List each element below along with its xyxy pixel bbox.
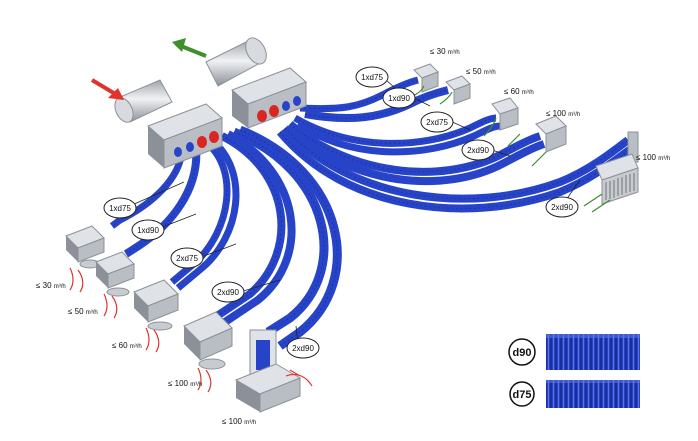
supply-main-duct bbox=[114, 79, 173, 123]
legend-d75: d75 bbox=[509, 380, 640, 408]
duct-label-e2: 1xd90 bbox=[382, 87, 416, 109]
duct-label-e4: 2xd90 bbox=[461, 139, 495, 161]
exhaust-valve-1 bbox=[413, 63, 439, 93]
legend-d75-duct-sample bbox=[546, 380, 640, 408]
duct-label-e5-text: 2xd90 bbox=[551, 203, 573, 212]
flow-label-e1: ≤ 30 m³/h bbox=[430, 47, 460, 56]
duct-label-s5: 2xd90 bbox=[286, 337, 320, 359]
duct-label-s4-text: 2xd90 bbox=[217, 288, 239, 297]
exhaust-inlet-arrows bbox=[411, 85, 611, 213]
duct-label-s1: 1xd75 bbox=[103, 197, 137, 219]
exhaust-duct-bundle bbox=[276, 76, 635, 213]
duct-label-e1-text: 1xd75 bbox=[361, 73, 383, 82]
duct-label-e5: 2xd90 bbox=[545, 196, 579, 218]
supply-valve-2 bbox=[95, 251, 135, 297]
supply-duct-bundle bbox=[109, 125, 342, 350]
legend-d90-duct-sample bbox=[546, 334, 640, 370]
exhaust-valve-3 bbox=[491, 97, 519, 131]
legend-d75-label: d75 bbox=[513, 389, 532, 401]
flow-label-e3: ≤ 60 m³/h bbox=[504, 87, 534, 96]
supply-valve-3 bbox=[133, 279, 179, 331]
supply-duct-5b bbox=[238, 125, 342, 350]
flow-label-e2: ≤ 50 m³/h bbox=[466, 67, 496, 76]
exhaust-main-duct bbox=[205, 37, 267, 87]
duct-label-e3: 2xd75 bbox=[420, 111, 454, 133]
supply-distribution-box bbox=[147, 103, 223, 169]
duct-label-s3: 2xd75 bbox=[170, 247, 204, 269]
flow-label-s2: ≤ 50 m³/h bbox=[68, 307, 98, 316]
legend-d90-label: d90 bbox=[513, 347, 532, 359]
exhaust-duct-4b bbox=[289, 127, 546, 186]
duct-label-e2-text: 1xd90 bbox=[388, 94, 410, 103]
duct-label-e1: 1xd75 bbox=[355, 66, 389, 88]
red-supply-arrow-icon bbox=[90, 78, 124, 100]
legend-d90: d90 bbox=[508, 334, 640, 370]
flow-label-e4: ≤ 100 m³/h bbox=[546, 109, 580, 118]
flow-label-s5: ≤ 100 m³/h bbox=[222, 417, 256, 426]
duct-label-s4: 2xd90 bbox=[211, 281, 245, 303]
legend: d90 d75 bbox=[508, 334, 640, 408]
flow-label-s3: ≤ 60 m³/h bbox=[112, 341, 142, 350]
supply-valve-4 bbox=[183, 311, 233, 370]
flow-label-s1: ≤ 30 m³/h bbox=[36, 281, 66, 290]
green-exhaust-arrow-icon bbox=[172, 38, 207, 58]
flow-label-s4: ≤ 100 m³/h bbox=[168, 379, 202, 388]
flow-label-e5: ≤ 100 m³/h bbox=[636, 153, 670, 162]
supply-duct-4b bbox=[219, 130, 296, 328]
supply-floor-grille bbox=[234, 329, 302, 413]
supply-duct-3b bbox=[175, 137, 240, 291]
supply-duct-2 bbox=[123, 145, 201, 258]
duct-label-s2: 1xd90 bbox=[131, 219, 165, 241]
exhaust-distribution-box bbox=[231, 67, 307, 129]
duct-label-e3-text: 2xd75 bbox=[426, 118, 448, 127]
label-leaders bbox=[131, 79, 581, 345]
duct-label-s2-text: 1xd90 bbox=[137, 226, 159, 235]
exhaust-grille bbox=[595, 131, 639, 205]
duct-label-s1-text: 1xd75 bbox=[109, 204, 131, 213]
exhaust-valve-2 bbox=[445, 75, 471, 105]
duct-label-s3-text: 2xd75 bbox=[176, 254, 198, 263]
duct-label-e4-text: 2xd90 bbox=[467, 146, 489, 155]
supply-outlet-arrows bbox=[69, 267, 313, 393]
exhaust-valve-4 bbox=[535, 115, 567, 153]
duct-label-s5-text: 2xd90 bbox=[292, 344, 314, 353]
supply-valve-1 bbox=[65, 225, 105, 269]
